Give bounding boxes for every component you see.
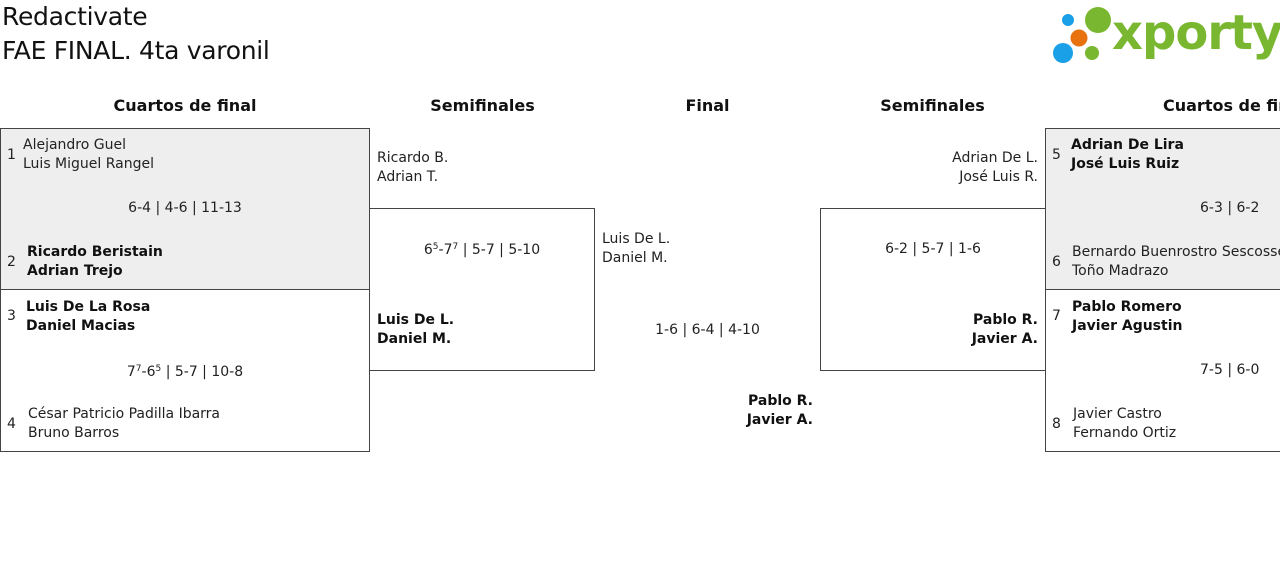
player-name: Luis De L. xyxy=(602,231,671,247)
player-name: Luis Miguel Rangel xyxy=(23,156,155,172)
player-name: Bruno Barros xyxy=(28,425,120,441)
player-name: Alejandro Guel xyxy=(23,137,126,153)
match-score: 6-3 | 6-2 xyxy=(1200,200,1260,216)
player-name-winner: Adrian Trejo xyxy=(27,263,123,279)
player-name: Javier Castro xyxy=(1073,406,1162,422)
player-name-winner: José Luis Ruiz xyxy=(1071,156,1180,172)
player-name-winner: Javier A. xyxy=(971,331,1038,347)
xporty-logo: xporty xyxy=(1050,2,1280,68)
match-score: 65-77 | 5-7 | 5-10 xyxy=(423,242,541,258)
seed-number: 7 xyxy=(1052,308,1061,324)
match-card-left-qf1[interactable] xyxy=(0,128,370,290)
player-name-winner: Ricardo Beristain xyxy=(27,244,163,260)
champion-name: Pablo R. xyxy=(747,393,813,409)
col-header-left-quarters: Cuartos de final xyxy=(113,96,257,115)
match-card-right-qf2[interactable] xyxy=(1045,289,1280,452)
player-name-winner: Adrian De Lira xyxy=(1071,137,1184,153)
player-name-winner: Luis De L. xyxy=(377,312,455,328)
player-name: Bernardo Buenrostro Sescosse xyxy=(1072,244,1280,260)
player-name: Daniel M. xyxy=(602,250,668,266)
match-score: 7-5 | 6-0 xyxy=(1200,362,1260,378)
final-score: 1-6 | 6-4 | 4-10 xyxy=(655,322,760,338)
player-name: César Patricio Padilla Ibarra xyxy=(28,406,221,422)
match-score: 6-4 | 4-6 | 11-13 xyxy=(128,200,242,216)
player-name-winner: Daniel M. xyxy=(377,331,452,347)
champion-name: Javier A. xyxy=(746,412,813,428)
player-name: Fernando Ortiz xyxy=(1073,425,1177,441)
seed-number: 2 xyxy=(7,254,16,270)
player-name-winner: Pablo R. xyxy=(972,312,1038,328)
col-header-left-semis: Semifinales xyxy=(430,96,535,115)
match-score: 6-2 | 5-7 | 1-6 xyxy=(885,241,981,257)
player-name-winner: Javier Agustin xyxy=(1072,318,1183,334)
page-title: FAE FINAL. 4ta varonil xyxy=(2,36,270,65)
logo-dots-icon xyxy=(1053,7,1111,63)
player-name: Toño Madrazo xyxy=(1072,263,1169,279)
col-header-right-quarters: Cuartos de fin xyxy=(1163,96,1280,115)
seed-number: 1 xyxy=(7,147,16,163)
player-name: Ricardo B. xyxy=(377,150,449,166)
seed-number: 4 xyxy=(7,416,16,432)
seed-number: 3 xyxy=(7,308,16,324)
seed-number: 5 xyxy=(1052,147,1061,163)
player-name: Adrian De L. xyxy=(952,150,1038,166)
seed-number: 8 xyxy=(1052,416,1061,432)
seed-number: 6 xyxy=(1052,254,1061,270)
col-header-final: Final xyxy=(685,96,730,115)
player-name-winner: Pablo Romero xyxy=(1072,299,1182,315)
page-subtitle: Redactivate xyxy=(2,2,148,31)
player-name-winner: Luis De La Rosa xyxy=(26,299,151,315)
match-score: 77-65 | 5-7 | 10-8 xyxy=(126,364,244,380)
player-name-winner: Daniel Macias xyxy=(26,318,136,334)
player-name: José Luis R. xyxy=(959,169,1038,185)
col-header-right-semis: Semifinales xyxy=(880,96,985,115)
logo-wordmark: xporty xyxy=(1112,5,1280,61)
match-card-left-semi[interactable] xyxy=(369,208,595,371)
player-name: Adrian T. xyxy=(377,169,439,185)
player-pair-clip: Bernardo Buenrostro Sescosse Toño Madraz… xyxy=(1072,243,1280,281)
